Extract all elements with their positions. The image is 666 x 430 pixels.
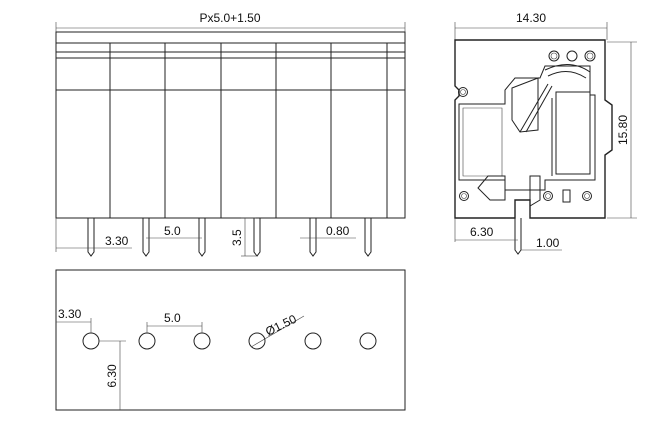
side-pin-offset-label: 6.30 <box>470 225 494 239</box>
front-view: Px5.0+1.50 3.30 5. <box>55 11 406 257</box>
front-pin-width-label: 0.80 <box>326 224 350 238</box>
footprint-row-offset-label: 6.30 <box>105 364 119 388</box>
footprint-hole <box>359 332 377 350</box>
overall-width-label: Px5.0+1.50 <box>199 11 260 25</box>
side-bottom-holes <box>459 175 592 207</box>
front-pins <box>87 218 372 257</box>
side-view: 14.30 15.80 <box>454 11 637 255</box>
footprint-hole <box>304 332 322 350</box>
side-pin-size-label: 1.00 <box>536 236 560 250</box>
pcb-footprint-outline <box>55 269 406 411</box>
module-dividers <box>109 43 388 218</box>
footprint-view: 3.30 5.0 Ø1.50 6.30 <box>55 269 406 411</box>
footprint-pin-pitch-label: 5.0 <box>164 311 181 325</box>
footprint-hole-diameter-label: Ø1.50 <box>263 312 299 339</box>
side-depth-label: 14.30 <box>516 11 546 25</box>
front-edge-pitch-label: 3.30 <box>105 234 129 248</box>
front-pin-pitch-label: 5.0 <box>164 224 181 238</box>
footprint-hole <box>193 332 211 350</box>
footprint-edge-pitch-label: 3.30 <box>58 307 82 321</box>
front-pin-length-label: 3.5 <box>230 229 244 246</box>
side-top-holes <box>458 50 596 97</box>
footprint-hole <box>82 332 100 350</box>
side-inner-cavity <box>458 65 596 191</box>
wire-clamp <box>511 64 591 176</box>
footprint-holes <box>82 332 377 350</box>
side-pin <box>514 218 522 255</box>
side-height-label: 15.80 <box>616 115 630 145</box>
footprint-hole <box>248 332 266 350</box>
terminal-body <box>55 31 406 219</box>
footprint-hole <box>138 332 156 350</box>
